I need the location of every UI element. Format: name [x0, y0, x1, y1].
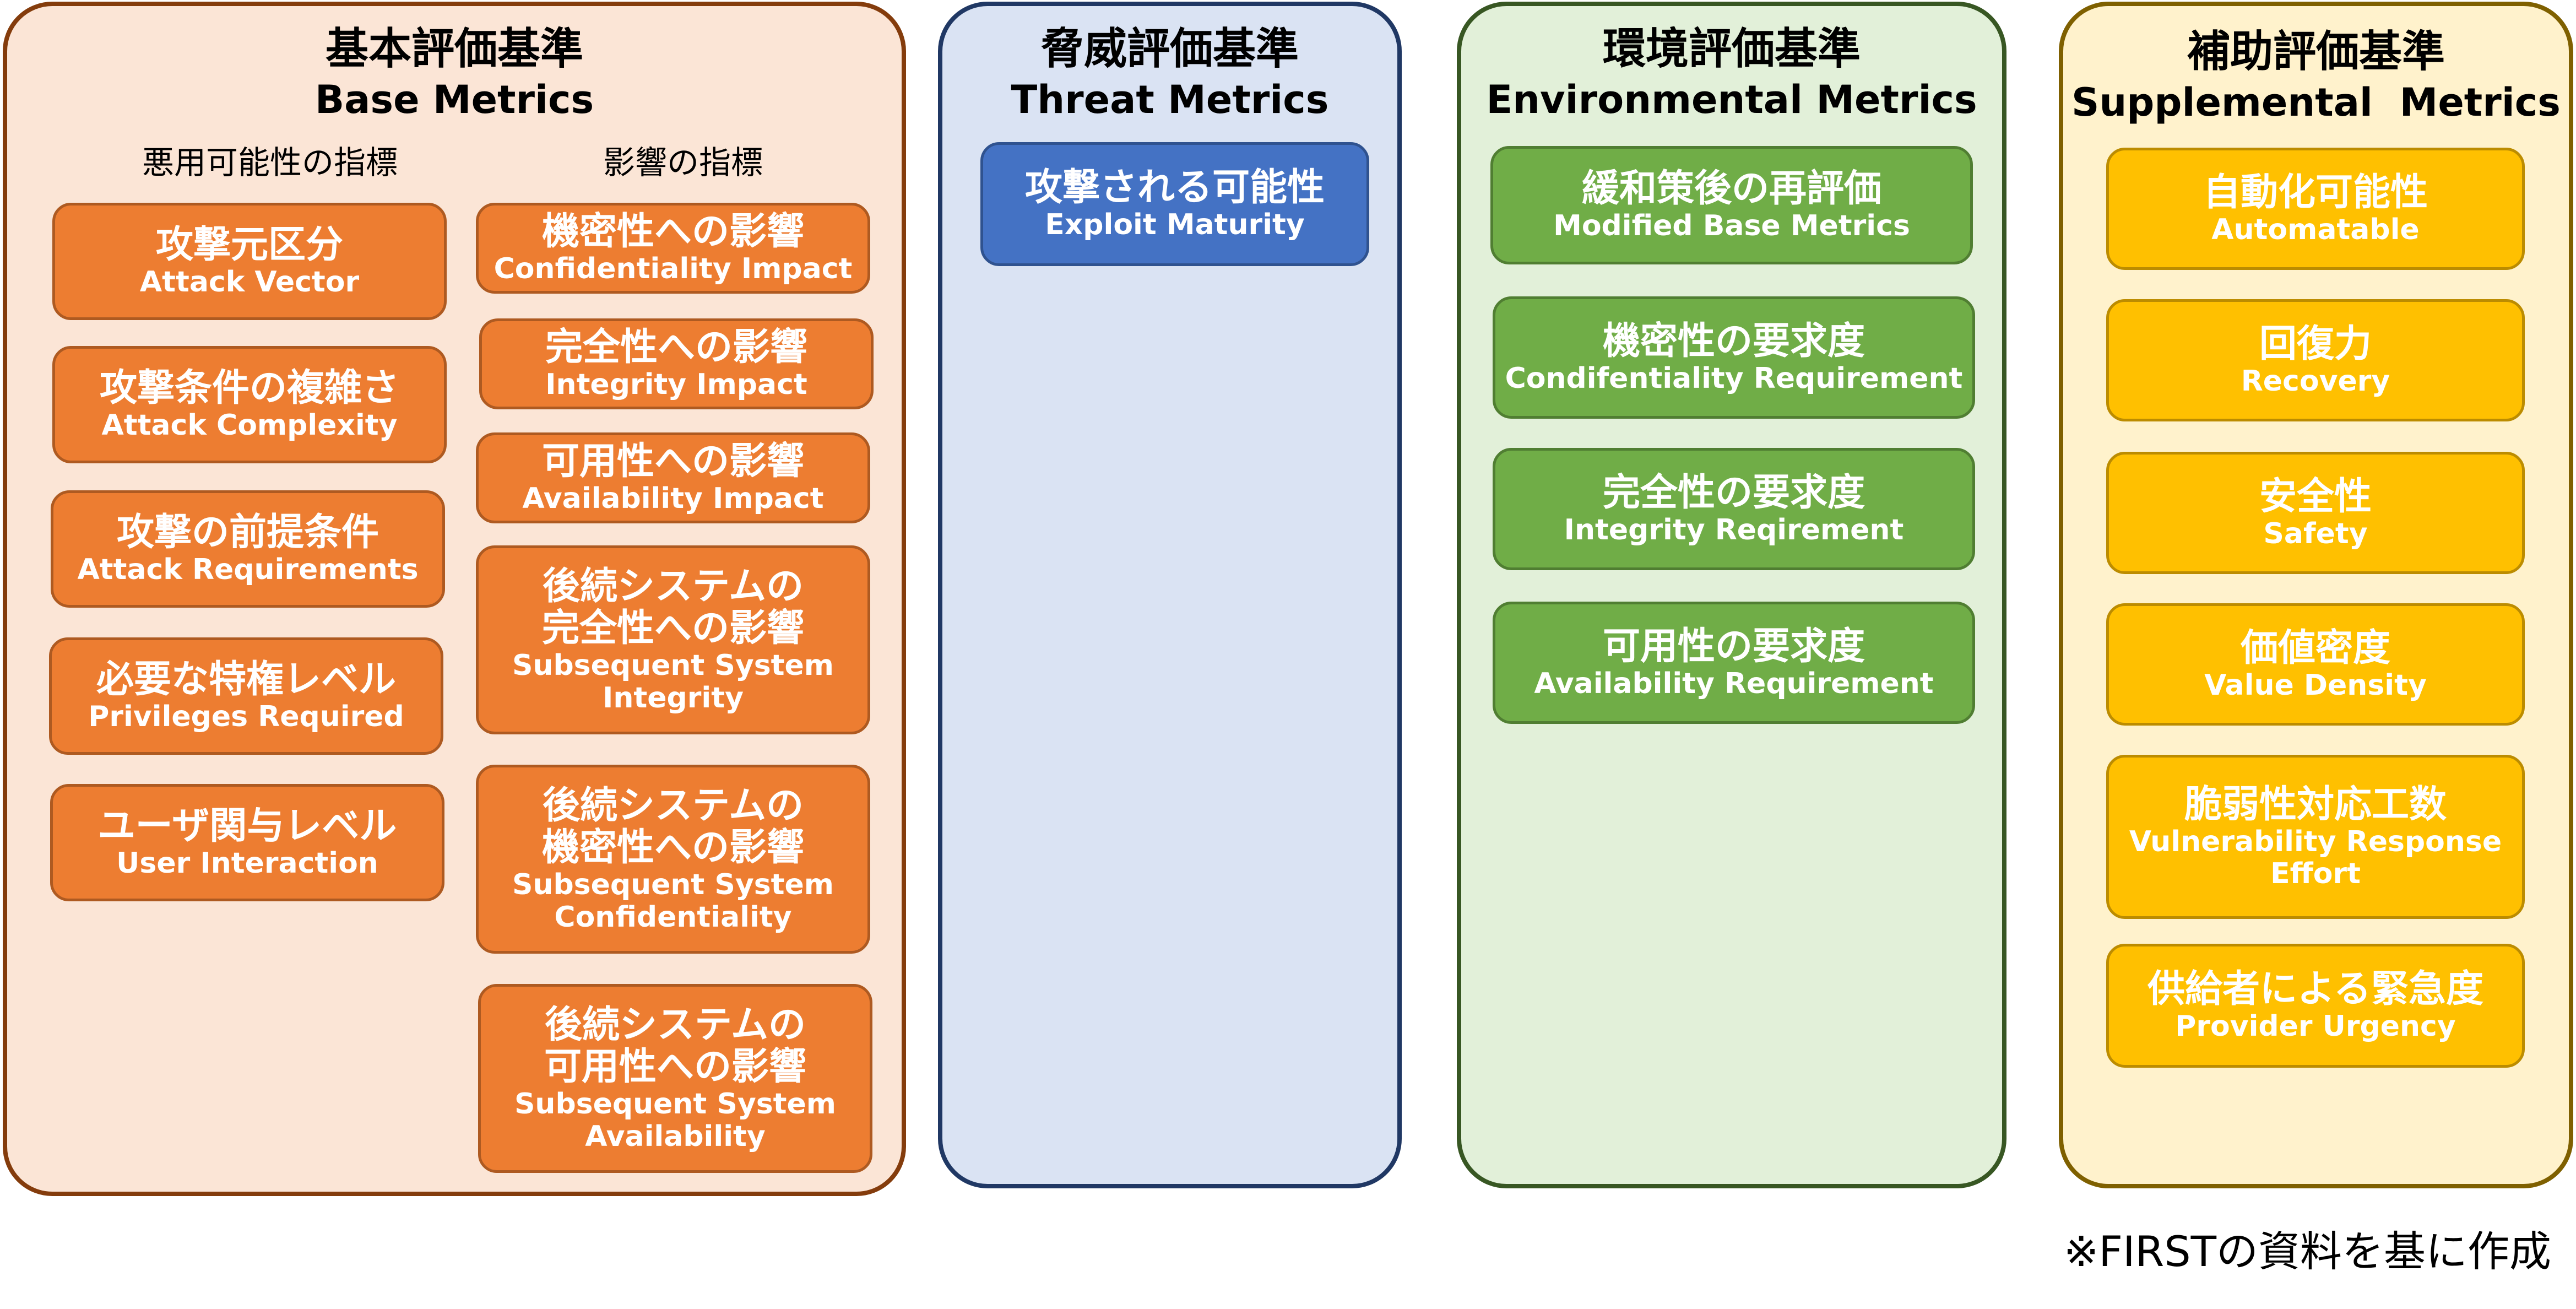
exploitability-header: 悪用可能性の指標 [142, 144, 398, 181]
threat-metrics-title: 脅威評価基準 Threat Metrics [1011, 24, 1329, 122]
source-footnote: ※FIRSTの資料を基に作成 [2063, 1227, 2551, 1276]
impact-header: 影響の指標 [603, 144, 763, 181]
supplemental-metrics-title: 補助評価基準 Supplemental Metrics [2071, 27, 2561, 125]
environmental-metrics-title: 環境評価基準 Environmental Metrics [1486, 24, 1977, 122]
base-metrics-title: 基本評価基準 Base Metrics [314, 24, 594, 122]
